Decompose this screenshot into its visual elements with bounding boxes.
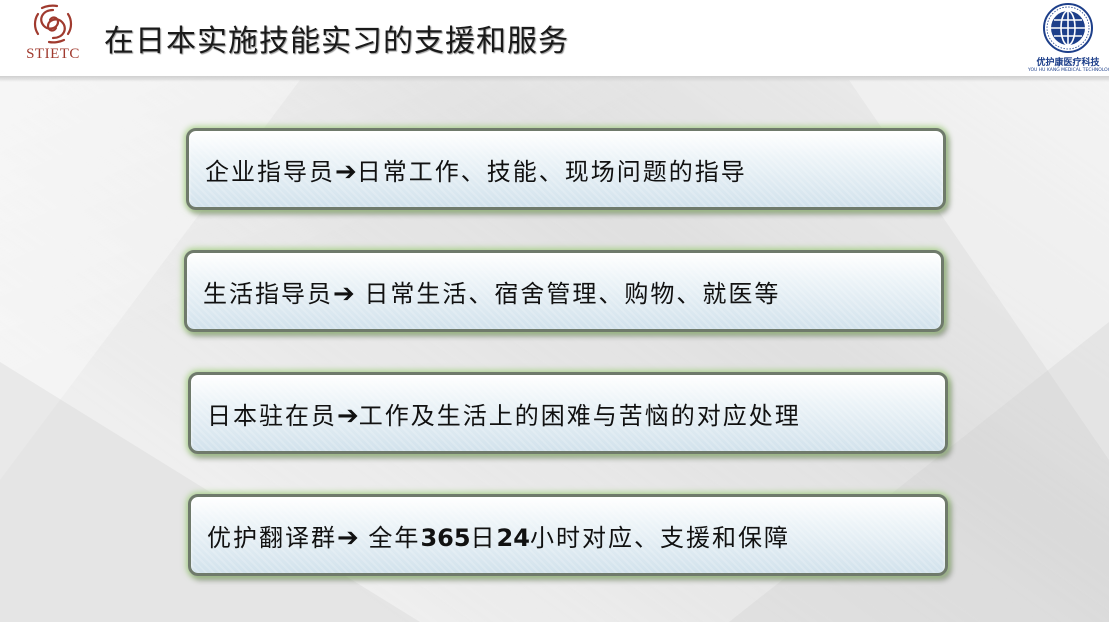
card-desc: 日常生活、宿舍管理、购物、就医等 xyxy=(354,279,781,308)
day-unit: 日 xyxy=(470,523,497,552)
card-text: 优护翻译群➔ 全年365日24小时对应、支援和保障 xyxy=(191,518,790,553)
hours-count: 24 xyxy=(496,523,530,552)
youhukang-logo-cn: 优护康医疗科技 xyxy=(1036,58,1100,68)
background-facet xyxy=(729,322,1109,622)
header-divider xyxy=(0,76,1109,82)
card-desc: 日常工作、技能、现场问题的指导 xyxy=(356,157,747,186)
stietc-logo-text: STIETC xyxy=(26,46,80,62)
card-role: 优护翻译群 xyxy=(207,523,337,552)
days-count: 365 xyxy=(420,523,471,552)
service-card-life-instructor: 生活指导员➔ 日常生活、宿舍管理、购物、就医等 xyxy=(184,250,944,332)
card-text: 生活指导员➔ 日常生活、宿舍管理、购物、就医等 xyxy=(187,274,780,309)
youhukang-logo-en: YOU HU KANG MEDICAL TECHNOLOGY xyxy=(1028,68,1109,73)
stietc-logo: STIETC xyxy=(14,4,92,70)
youhukang-logo: 优护康医疗科技 YOU HU KANG MEDICAL TECHNOLOGY xyxy=(1028,2,1109,74)
arrow-icon: ➔ xyxy=(335,156,357,187)
swirl-emblem-icon xyxy=(33,4,73,44)
arrow-icon: ➔ xyxy=(333,278,355,309)
card-role: 企业指导员 xyxy=(205,157,335,186)
card-desc-suffix: 小时对应、支援和保障 xyxy=(529,523,790,552)
card-desc-prefix: 全年 xyxy=(358,523,421,552)
card-role: 日本驻在员 xyxy=(207,401,337,430)
card-text: 日本驻在员➔工作及生活上的困难与苦恼的对应处理 xyxy=(191,396,801,431)
service-card-translation-group: 优护翻译群➔ 全年365日24小时对应、支援和保障 xyxy=(188,494,948,576)
service-card-enterprise-instructor: 企业指导员➔日常工作、技能、现场问题的指导 xyxy=(186,128,946,210)
card-text: 企业指导员➔日常工作、技能、现场问题的指导 xyxy=(189,152,747,187)
globe-icon xyxy=(1043,3,1093,53)
page-title: 在日本实施技能实习的支援和服务 xyxy=(104,24,569,59)
service-card-japan-resident-staff: 日本驻在员➔工作及生活上的困难与苦恼的对应处理 xyxy=(188,372,948,454)
card-role: 生活指导员 xyxy=(203,279,333,308)
arrow-icon: ➔ xyxy=(337,522,359,553)
card-desc: 工作及生活上的困难与苦恼的对应处理 xyxy=(358,401,801,430)
arrow-icon: ➔ xyxy=(337,400,359,431)
header-bar xyxy=(0,0,1109,76)
